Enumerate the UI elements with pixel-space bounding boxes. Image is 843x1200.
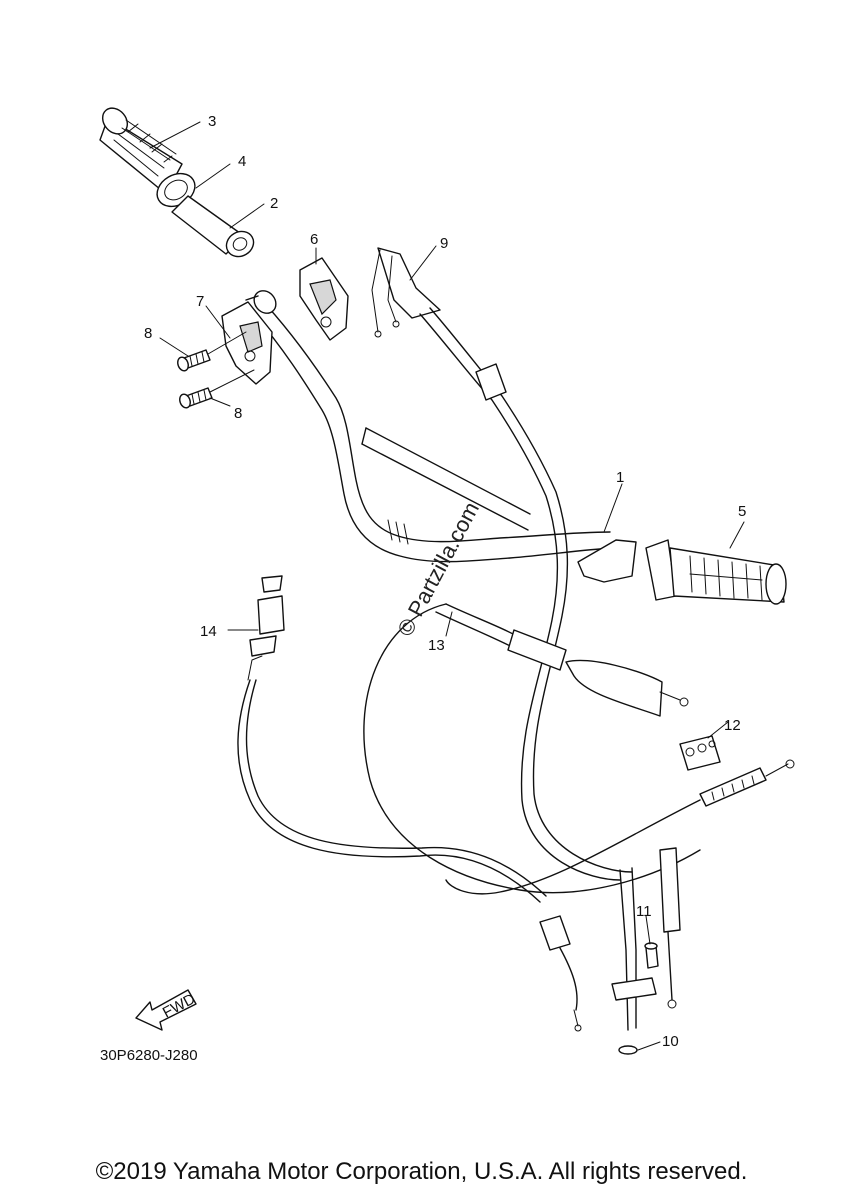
throttle-tube[interactable] bbox=[171, 195, 258, 261]
callout-12: 12 bbox=[724, 717, 741, 734]
callout-11: 11 bbox=[636, 903, 652, 920]
callout-9: 9 bbox=[440, 235, 448, 252]
watermark: © Partzilla.com bbox=[392, 498, 484, 641]
callout-4: 4 bbox=[238, 153, 246, 170]
throttle-cables[interactable] bbox=[371, 247, 633, 881]
screw-lower[interactable] bbox=[178, 369, 255, 409]
throttle-housing-upper[interactable] bbox=[299, 257, 349, 341]
callout-13: 13 bbox=[428, 637, 445, 654]
callout-8-lower: 8 bbox=[234, 405, 242, 422]
callout-14: 14 bbox=[200, 623, 217, 640]
callout-10: 10 bbox=[662, 1033, 679, 1050]
handlebar[interactable] bbox=[237, 286, 613, 563]
callout-6: 6 bbox=[310, 231, 318, 248]
bolt[interactable] bbox=[644, 942, 659, 969]
copyright-notice: ©2019 Yamaha Motor Corporation, U.S.A. A… bbox=[95, 1158, 748, 1185]
diagram-code: 30P6280-J280 bbox=[100, 1047, 198, 1064]
callout-8-upper: 8 bbox=[144, 325, 152, 342]
right-grip[interactable] bbox=[577, 539, 787, 605]
callout-3: 3 bbox=[208, 113, 216, 130]
o-ring[interactable] bbox=[618, 1045, 638, 1055]
callout-7: 7 bbox=[196, 293, 204, 310]
callout-1: 1 bbox=[616, 469, 624, 486]
screw-upper[interactable] bbox=[176, 331, 247, 372]
cable-holder[interactable] bbox=[679, 735, 721, 771]
right-cable[interactable] bbox=[445, 759, 795, 895]
clutch-cable[interactable] bbox=[237, 575, 582, 1032]
decompression-cable[interactable] bbox=[363, 603, 701, 894]
throttle-housing-lower[interactable] bbox=[221, 301, 273, 385]
fwd-arrow-icon: FWD bbox=[135, 989, 198, 1031]
callout-leaders bbox=[149, 121, 745, 1051]
callout-5: 5 bbox=[738, 503, 746, 520]
lower-cable-ends[interactable] bbox=[611, 847, 681, 1031]
callout-2: 2 bbox=[270, 195, 278, 212]
